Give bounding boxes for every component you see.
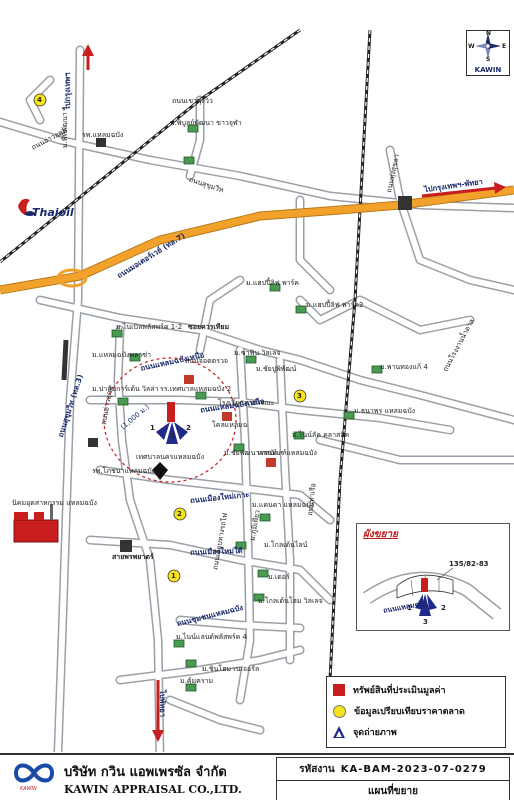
legend-photo-label: จุดถ่ายภาพ [353, 728, 397, 738]
doc-title: แผนที่ขยาย [368, 785, 418, 797]
camera-label-1: 1 [150, 424, 155, 432]
legend-row-photo: จุดถ่ายภาพ [333, 725, 397, 739]
inset-camera-2: 2 [441, 604, 446, 612]
place-label: ม.ชัยพัฒนากานท์ [224, 449, 277, 457]
village-icons [111, 124, 383, 692]
compass-n: N [486, 30, 492, 37]
place-label: ม.แฮปปี้ลิฟ พาร์ค [246, 279, 299, 287]
inset-map: ผังขยาย 135/82-83 ถนนแหลมฉบัง 1 3 2 [356, 523, 510, 631]
direction-label-pattaya: ไปพัทยา [158, 690, 167, 718]
comparison-marker-3: 3 [297, 392, 302, 400]
place-label: ม.โกลเด้นไลน์ [264, 541, 308, 549]
legend-comparison-swatch [333, 704, 346, 718]
local-roads [0, 45, 514, 752]
legend-property-label: ทรัพย์สินที่ประเมินมูลค่า [353, 686, 446, 696]
place-label: ม.ไนน์ลัค คลาสสิค [292, 431, 350, 439]
motorway [0, 185, 514, 295]
radius-circle [103, 357, 237, 483]
place-label: รพ.โภชนาแหลมฉบัง [92, 467, 156, 475]
railway [0, 28, 372, 681]
compass-e: E [502, 43, 507, 50]
compass-s: S [486, 56, 491, 63]
direction-arrow-east [421, 182, 506, 198]
road-label: ถนนเขาพุ่งวิว [172, 97, 213, 105]
compass-rose: N S E W KAWIN [466, 30, 510, 76]
place-label: นิคมอุตสาหกรรม แหลมฉบัง [12, 499, 97, 507]
place-label: ม.แคนดา แหลมฉบัง [252, 501, 315, 509]
cityhall-emblem [152, 462, 168, 480]
legend-row-comparison: ข้อมูลเปรียบเทียบราคาตลาด [333, 704, 465, 718]
place-label: ถนนจอดตรวจ [185, 357, 228, 365]
place-label: ม.พิบูลย์พัฒนา ขาวจุฬา [170, 119, 242, 127]
doc-title-row: แผนที่ขยาย [277, 780, 509, 800]
place-label: ม.พีทีพัฒนา 1 [61, 105, 69, 148]
place-label: โคลแหลมฉ [212, 421, 248, 429]
direction-arrow-north [82, 44, 94, 70]
highway-segment [61, 339, 69, 381]
comparison-markers [33, 93, 307, 583]
property-marker [167, 402, 175, 422]
camera-wedges [156, 422, 188, 444]
camera-label-3: 3 [170, 432, 175, 440]
logo-text: KAWIN [20, 786, 37, 792]
company-name-th: บริษัท กวิน แอพเพรซัล จำกัด [64, 765, 227, 780]
direction-label-bangkok: ไปกรุงเทพฯ [63, 72, 72, 110]
job-code-row: รหัสงาน KA-BAM-2023-07-0279 [277, 758, 509, 781]
inset-canvas [363, 567, 502, 620]
place-label: สายพรพยาตร์ [112, 553, 154, 561]
place-label: รพ.แหลมฉบัง [82, 131, 124, 139]
job-code-box: รหัสงาน KA-BAM-2023-07-0279 แผนที่ขยาย [276, 757, 510, 800]
compass-icon [475, 33, 501, 59]
map-legend: ทรัพย์สินที่ประเมินมูลค่า ข้อมูลเปรียบเท… [326, 676, 506, 748]
company-name-en: KAWIN APPRAISAL CO.,LTD. [64, 783, 242, 796]
comparison-marker-2: 2 [177, 510, 182, 518]
place-label: เทศบัณฑ์แหลมฉบัง [258, 449, 317, 457]
place-label: ม.คุ้มคราม [180, 677, 214, 685]
camera-icon [333, 726, 345, 738]
job-code-value: KA-BAM-2023-07-0279 [340, 763, 487, 775]
company-block: KAWIN บริษัท กวิน แอพเพรซัล จำกัด KAWIN … [10, 759, 260, 799]
place-label: โรงเรียนสาธารณะ [218, 399, 275, 407]
inset-camera-3: 3 [423, 618, 428, 626]
place-label: ม.ปาล์มการ์เด้น วิลล่า [92, 385, 159, 393]
place-label: ม.ชินโฮม เนเจอรัล [202, 665, 260, 673]
place-label: ม.ธนาพร แหลมฉบัง [354, 407, 416, 415]
compass-brand: KAWIN [474, 66, 502, 74]
building-icons [88, 138, 276, 552]
place-label: เทศบาลนครแหลมฉบัง [136, 453, 205, 461]
place-label: ม.ชัยปูพิพัฒน์ [256, 365, 297, 373]
kawin-logo-icon [14, 763, 54, 783]
direction-arrow-south [152, 680, 164, 742]
legend-property-swatch [333, 684, 345, 696]
compass-w: W [468, 43, 475, 50]
job-code-label: รหัสงาน [299, 763, 335, 775]
inset-plot-number: 135/82-83 [449, 560, 489, 568]
place-label: ม.แหลมฉบังพลาซ่า [92, 351, 152, 359]
map-canvas [0, 28, 514, 752]
place-label: ม.ไนน์แลนด์พลัสพร์ค 4 [176, 633, 247, 641]
place-label: ม.พานทองแก้ 4 [380, 363, 428, 371]
place-label: รร.เทศบาลแหลมฉบัง 2 [160, 385, 232, 393]
thaioil-logo [18, 198, 36, 216]
industrial-building-icon [13, 504, 59, 543]
place-label: ม.แฮปปี้ลิฟ พาร์ค2 [306, 301, 364, 309]
place-label: ม.ไนเบิลพลัสพร์ค 1-2 [116, 323, 183, 331]
comparison-marker-4: 4 [37, 96, 42, 104]
camera-label-2: 2 [186, 424, 191, 432]
legend-comparison-label: ข้อมูลเปรียบเทียบราคาตลาด [354, 707, 465, 717]
thaioil-label: Thaioil [32, 206, 74, 219]
place-label: ม.โกลเด้นโฮม วิลเลจ [258, 597, 323, 605]
place-label: ม.ซาฟิน วิลเลจ [234, 349, 281, 357]
inset-camera-1: 1 [407, 604, 412, 612]
legend-row-property: ทรัพย์สินที่ประเมินมูลค่า [333, 683, 446, 697]
place-label: ซอยควรเทียม [188, 323, 230, 331]
place-label: ม.เดอร์ [268, 573, 290, 581]
inset-title: ผังขยาย [363, 529, 398, 540]
comparison-marker-1: 1 [171, 572, 176, 580]
document-footer: KAWIN บริษัท กวิน แอพเพรซัล จำกัด KAWIN … [0, 753, 514, 800]
